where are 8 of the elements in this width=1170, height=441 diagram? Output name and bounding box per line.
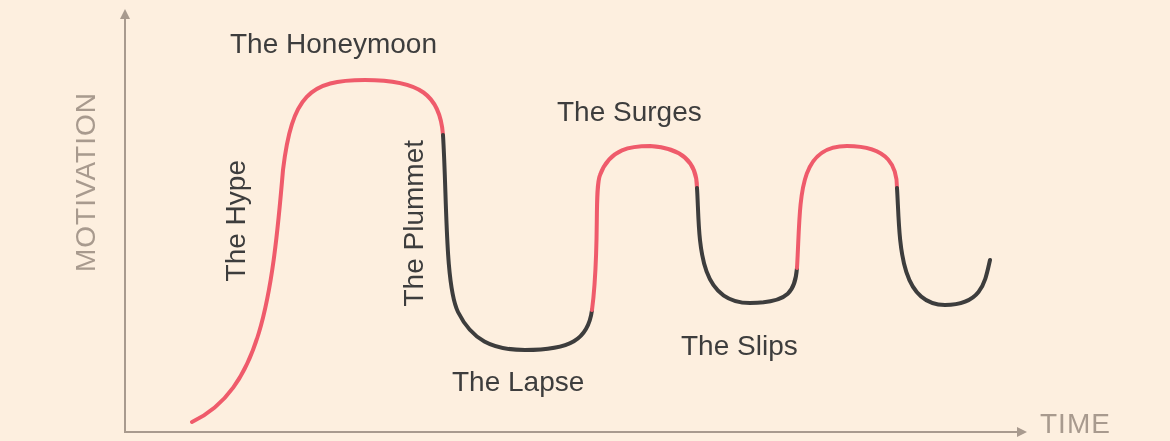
axis-title: MOTIVATION (72, 92, 100, 273)
stage-label: The Surges (557, 98, 702, 126)
stage-label: The Hype (222, 160, 250, 282)
stage-label: The Lapse (452, 368, 585, 396)
stage-label: The Slips (681, 332, 798, 360)
stage-label: The Plummet (400, 140, 428, 307)
axis-title: TIME (1040, 410, 1111, 438)
stage-label: The Honeymoon (230, 30, 437, 58)
